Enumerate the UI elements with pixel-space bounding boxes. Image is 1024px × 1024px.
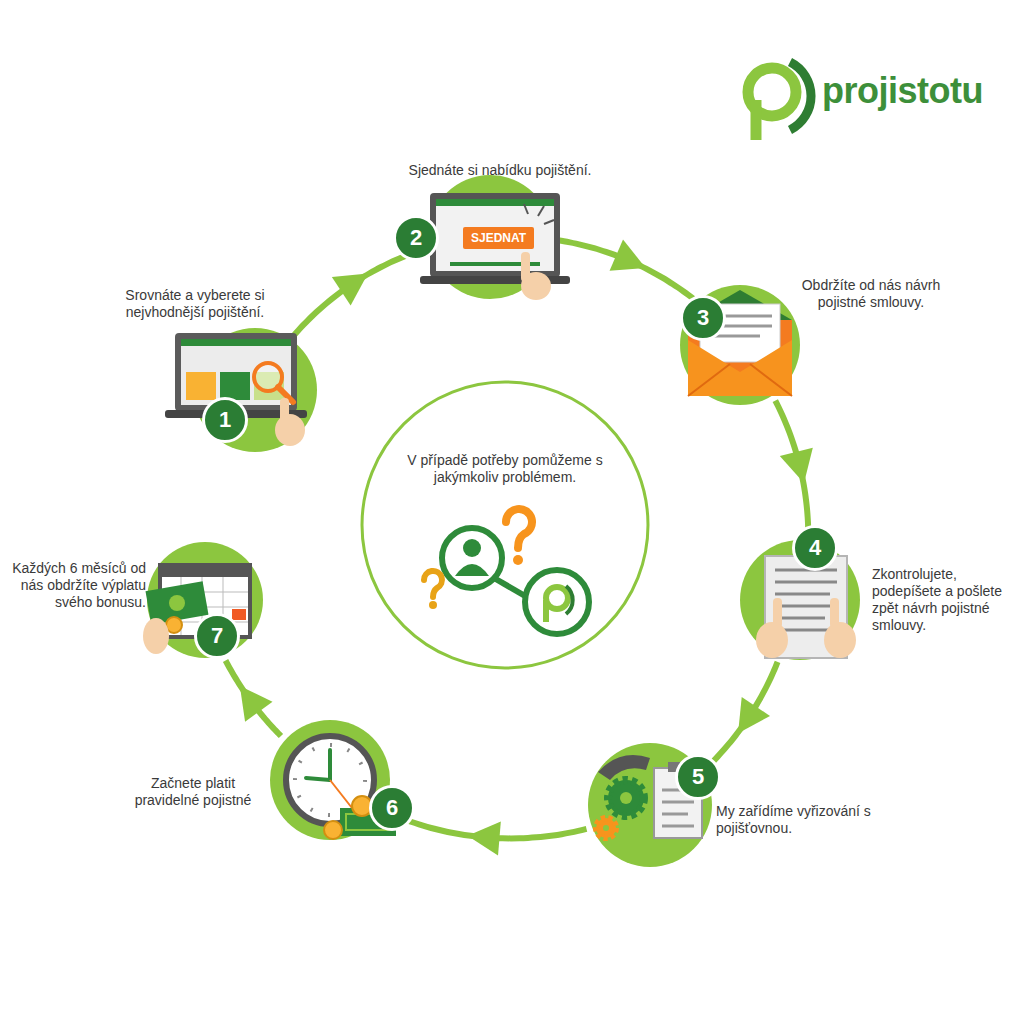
step-circle: Zkontrolujete, podepíšete a pošlete zpět… (740, 540, 860, 660)
help-icon (424, 509, 589, 634)
logo-icon (748, 62, 811, 140)
circle-shape (147, 542, 263, 658)
step-text: Obdržíte od nás návrh pojistné smlouvy. (786, 277, 956, 311)
connector-line (707, 662, 778, 768)
circle-shape (428, 175, 552, 299)
envelope-icon (688, 290, 792, 396)
step-text: Zkontrolujete, podepíšete a pošlete zpět… (872, 566, 1018, 634)
flow-connector (775, 401, 813, 535)
connector-line (775, 401, 808, 535)
circle-shape (680, 285, 800, 405)
connector-line (558, 240, 693, 298)
clock-icon (286, 736, 396, 839)
help-circle: V případě potřeby pomůžeme s jakýmkoliv … (360, 380, 650, 670)
calendar-icon (143, 565, 250, 654)
arrow-head (240, 686, 273, 722)
step-text: Srovnáte a vyberete si nejvhodnější poji… (105, 287, 285, 321)
step-text: Sjednáte si nabídku pojištění. (380, 162, 620, 179)
flow-connector (294, 249, 423, 334)
arrow-head (738, 697, 770, 733)
compare-laptop-icon (165, 333, 307, 446)
callout-number: 4 (792, 525, 838, 571)
flow-connector (558, 240, 693, 299)
connector-line (387, 813, 586, 839)
callout-number: 5 (675, 754, 721, 800)
connector-line (294, 249, 423, 334)
callout-number: 6 (369, 785, 415, 831)
connector-line (226, 660, 281, 736)
processing-icon (596, 755, 702, 838)
node-outline (360, 380, 650, 670)
flow-connector (226, 660, 281, 736)
step-circle: Začnete platit pravidelné pojistné6 (270, 720, 390, 840)
step-text: Každých 6 měsíců od nás obdržíte výplatu… (12, 560, 146, 611)
circle-shape (270, 720, 390, 840)
arrow-head (610, 240, 646, 271)
step-text: Začnete platit pravidelné pojistné (122, 775, 264, 809)
logo-text: projistotu (822, 70, 983, 112)
step-circle: My zařídíme vyřizování s pojišťovnou.5 (588, 743, 712, 867)
flow-connector (387, 813, 586, 856)
callout-number: 3 (680, 295, 726, 341)
button-label: SJEDNAT (463, 227, 534, 249)
step-circle: Každých 6 měsíců od nás obdržíte výplatu… (147, 542, 263, 658)
step-circle: Srovnáte a vyberete si nejvhodnější poji… (193, 328, 317, 452)
callout-number: 1 (202, 397, 248, 443)
step-circle: Obdržíte od nás návrh pojistné smlouvy.3 (680, 285, 800, 405)
circle-shape (362, 382, 648, 668)
arrow-head (468, 822, 501, 856)
callout-number: 2 (393, 215, 439, 261)
order-laptop-icon (420, 193, 570, 300)
step-text: V případě potřeby pomůžeme s jakýmkoliv … (390, 452, 620, 486)
flow-connector (707, 662, 778, 768)
circle-shape (193, 328, 317, 452)
callout-number: 7 (194, 613, 240, 659)
contract-document-icon (756, 556, 856, 658)
arrow-head (780, 448, 813, 483)
node-outline (270, 720, 390, 840)
arrow-head (332, 274, 368, 306)
step-text: My zařídíme vyřizování s pojišťovnou. (716, 803, 891, 837)
